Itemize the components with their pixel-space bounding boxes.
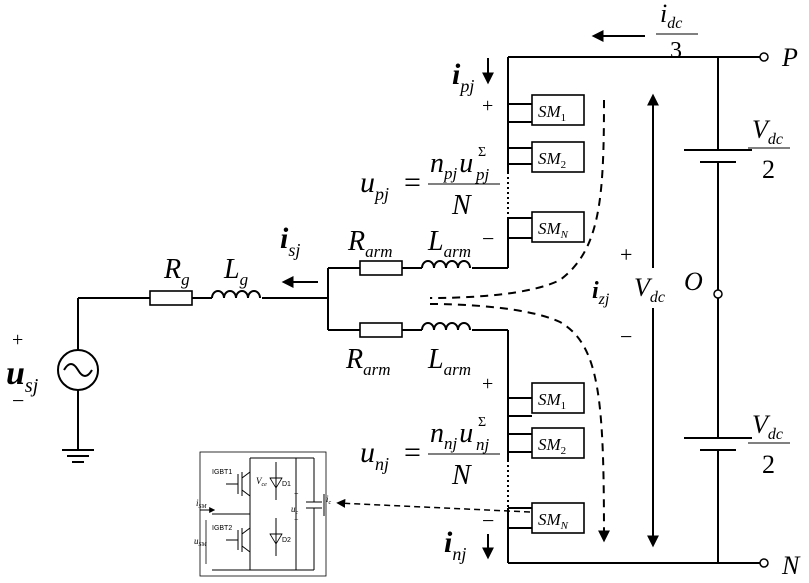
svg-text:pj: pj bbox=[475, 165, 490, 184]
svg-text:−: − bbox=[620, 324, 632, 349]
vdc-arrow: Vdc + − bbox=[620, 93, 674, 548]
svg-text:Vdc: Vdc bbox=[634, 273, 665, 306]
terminal-n bbox=[759, 558, 769, 568]
lower-arm: SM1 SM2 SMN + − inj bbox=[444, 329, 585, 564]
svg-text:−: − bbox=[482, 226, 494, 251]
svg-text:+: + bbox=[482, 95, 493, 117]
lower-arm-impedance: Rarm Larm bbox=[328, 322, 471, 379]
vdc-half-bottom: Vdc 2 bbox=[748, 410, 790, 479]
svg-text:nj: nj bbox=[476, 435, 490, 454]
svg-text:upj: upj bbox=[360, 166, 389, 204]
midpoint-o bbox=[713, 289, 723, 299]
usj-label: usj bbox=[6, 355, 39, 397]
svg-text:−: − bbox=[482, 508, 494, 533]
svg-text:=: = bbox=[404, 436, 421, 469]
svg-text:D1: D1 bbox=[282, 481, 291, 488]
svg-text:SM1: SM1 bbox=[538, 390, 566, 412]
svg-text:Rarm: Rarm bbox=[345, 344, 391, 379]
svg-text:+: + bbox=[294, 489, 299, 498]
svg-text:nnju: nnju bbox=[430, 418, 473, 453]
svg-text:IGBT2: IGBT2 bbox=[212, 525, 232, 532]
node-n-label: N bbox=[781, 551, 801, 580]
svg-text:SM1: SM1 bbox=[538, 102, 566, 124]
svg-text:SMN: SMN bbox=[538, 219, 569, 241]
svg-text:2: 2 bbox=[762, 155, 775, 184]
isj-arrow: isj bbox=[280, 222, 318, 288]
smn-lower bbox=[531, 502, 585, 534]
sm1-upper bbox=[531, 94, 585, 126]
svg-text:iSM: iSM bbox=[196, 498, 208, 510]
inj-label: inj bbox=[444, 526, 466, 564]
svg-text:Vdc: Vdc bbox=[752, 410, 783, 443]
svg-text:+: + bbox=[620, 242, 632, 267]
ac-source: + − usj bbox=[6, 298, 99, 463]
svg-text:SM2: SM2 bbox=[538, 149, 566, 171]
svg-text:+: + bbox=[482, 373, 493, 395]
upper-arm: SM1 SM2 SMN + − ipj bbox=[452, 57, 585, 269]
svg-text:SMN: SMN bbox=[538, 510, 569, 532]
node-o-label: O bbox=[684, 267, 703, 296]
svg-text:Rarm: Rarm bbox=[347, 226, 393, 261]
svg-text:unj: unj bbox=[360, 436, 389, 474]
svg-text:Vce: Vce bbox=[256, 476, 267, 488]
svg-text:D2: D2 bbox=[282, 537, 291, 544]
vdc-half-top: Vdc 2 bbox=[748, 115, 790, 184]
svg-text:Σ: Σ bbox=[478, 415, 486, 430]
idc-arrow: idc 3 bbox=[591, 0, 698, 64]
inset-pointer bbox=[336, 498, 531, 513]
svg-text:npju: npju bbox=[430, 148, 473, 183]
submodule-inset: IGBT1 D1 Vce IGBT2 D2 + − uc ic iSM bbox=[194, 451, 332, 577]
smn-upper bbox=[531, 211, 585, 243]
terminal-p bbox=[759, 52, 769, 62]
upper-arm-impedance: Rarm Larm bbox=[328, 226, 471, 276]
sm1-lower bbox=[531, 382, 585, 414]
svg-text:N: N bbox=[451, 460, 472, 491]
unj-equation: unj = nnju Σ nj N bbox=[360, 415, 500, 491]
svg-text:isj: isj bbox=[280, 222, 300, 260]
svg-text:Vdc: Vdc bbox=[752, 115, 783, 148]
sm2-upper bbox=[531, 141, 585, 173]
svg-text:IGBT1: IGBT1 bbox=[212, 469, 232, 476]
svg-text:Larm: Larm bbox=[427, 344, 471, 379]
svg-text:ic: ic bbox=[326, 494, 332, 506]
svg-text:idc: idc bbox=[660, 0, 682, 32]
svg-text:Rg: Rg bbox=[163, 254, 190, 289]
svg-text:−: − bbox=[12, 388, 24, 413]
grid-impedance: Rg Lg bbox=[78, 254, 261, 306]
svg-text:3: 3 bbox=[670, 38, 682, 64]
svg-text:−: − bbox=[294, 515, 299, 524]
svg-text:2: 2 bbox=[762, 450, 775, 479]
ipj-label: ipj bbox=[452, 58, 474, 96]
izj-label: izj bbox=[592, 278, 610, 308]
svg-text:N: N bbox=[451, 190, 472, 221]
upj-equation: upj = npju Σ pj N bbox=[360, 145, 500, 221]
svg-text:Lg: Lg bbox=[223, 254, 248, 289]
circulating-current: izj bbox=[429, 99, 610, 543]
svg-text:+: + bbox=[12, 329, 23, 351]
dc-bus bbox=[508, 52, 769, 568]
svg-text:SM2: SM2 bbox=[538, 435, 566, 457]
svg-text:uc: uc bbox=[291, 504, 299, 516]
svg-text:Larm: Larm bbox=[427, 226, 471, 261]
svg-text:uSM: uSM bbox=[194, 536, 208, 548]
svg-text:=: = bbox=[404, 166, 421, 199]
svg-text:Σ: Σ bbox=[478, 145, 486, 160]
sm2-lower bbox=[531, 427, 585, 459]
node-p-label: P bbox=[781, 43, 798, 72]
